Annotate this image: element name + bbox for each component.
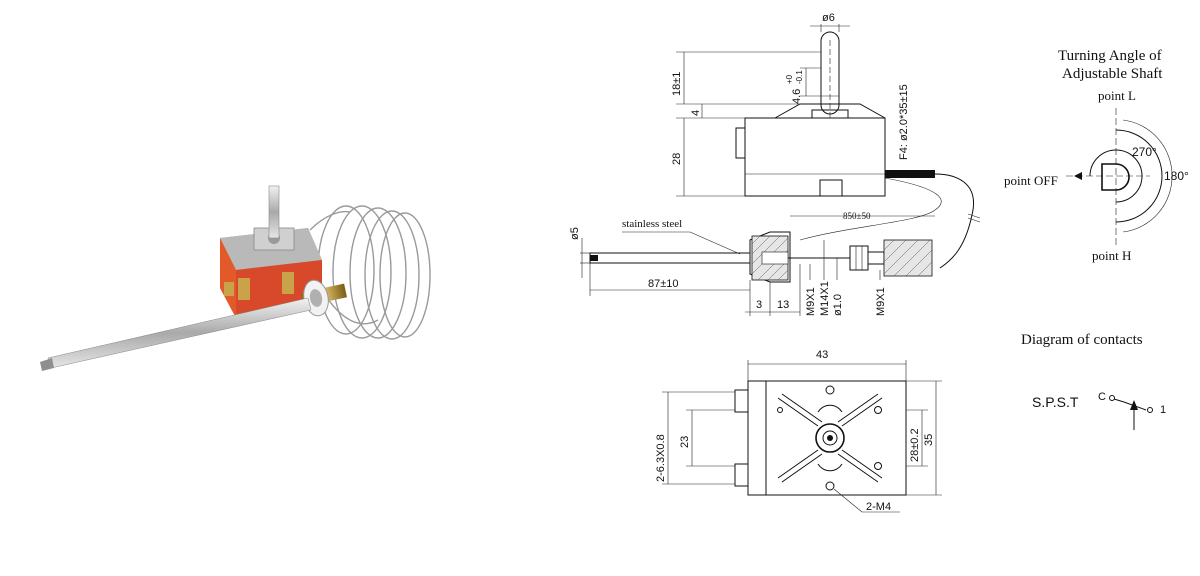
- sensing-bulb: [40, 297, 312, 371]
- thread-m9-nut: M9X1: [875, 287, 887, 316]
- material-label: stainless steel: [622, 218, 682, 230]
- adjustable-shaft: [268, 185, 280, 239]
- product-photo: [40, 120, 448, 456]
- dim-flat-tol-minus: -0.1: [795, 70, 804, 84]
- screws-label: 2-M4: [866, 501, 891, 513]
- dim-width: 43: [816, 349, 828, 361]
- thread-m9: M9X1: [805, 287, 817, 316]
- point-l-label: point L: [1098, 88, 1136, 103]
- point-h-label: point H: [1092, 248, 1131, 263]
- dim-3: 3: [756, 299, 762, 311]
- dim-hole: ø1.0: [832, 294, 844, 316]
- dim-shaft-diameter: ø6: [822, 12, 835, 24]
- side-view: ø6 18±1 4 28 4.6 +0 -0.1 F4: ø2.0*35±15 …: [569, 12, 981, 316]
- terminal-c-label: C: [1098, 391, 1106, 403]
- d-shaft-symbol: [1101, 163, 1130, 191]
- screw-hole-bottom: [825, 481, 835, 491]
- dim-terminals: 2-6.3X0.8: [655, 434, 667, 482]
- body-outline: [744, 117, 886, 197]
- angle-270-label: 270°: [1132, 145, 1157, 159]
- contact-type-label: S.P.S.T: [1032, 394, 1079, 410]
- angle-title-line1: Turning Angle of: [1058, 48, 1162, 64]
- dim-capillary-length: 850±50: [843, 211, 871, 221]
- dim-step-height: 4: [690, 110, 702, 116]
- screw-hole-top: [825, 385, 835, 395]
- thread-m14: M14X1: [819, 281, 831, 316]
- terminal-1-label: 1: [1160, 404, 1166, 416]
- dim-bulb-length: 87±10: [648, 278, 679, 290]
- dim-35: 35: [923, 434, 935, 446]
- capillary-spec: F4: ø2.0*35±15: [898, 84, 910, 160]
- contacts-title: Diagram of contacts: [1021, 332, 1143, 348]
- front-view: 43 2-6.3X0.8 23 28±0.2 35 2-M4: [655, 349, 942, 513]
- point-off-label: point OFF: [1004, 173, 1058, 188]
- angle-title-line2: Adjustable Shaft: [1062, 66, 1163, 82]
- angle-180-label: 180°: [1164, 169, 1189, 183]
- dim-flat-tol-plus: +0: [785, 74, 794, 84]
- dim-23: 23: [679, 436, 691, 448]
- dim-bulb-diameter: ø5: [569, 227, 581, 240]
- dim-flat: 4.6: [791, 89, 803, 104]
- turning-angle-diagram: Turning Angle of Adjustable Shaft point …: [1004, 48, 1189, 263]
- dim-28: 28±0.2: [909, 428, 921, 462]
- dim-13: 13: [777, 299, 789, 311]
- dim-shaft-height: 18±1: [671, 72, 683, 96]
- bulb-tube: [589, 252, 751, 264]
- dim-body-height: 28: [671, 153, 683, 165]
- contacts-diagram: Diagram of contacts S.P.S.T C 1: [1021, 332, 1166, 430]
